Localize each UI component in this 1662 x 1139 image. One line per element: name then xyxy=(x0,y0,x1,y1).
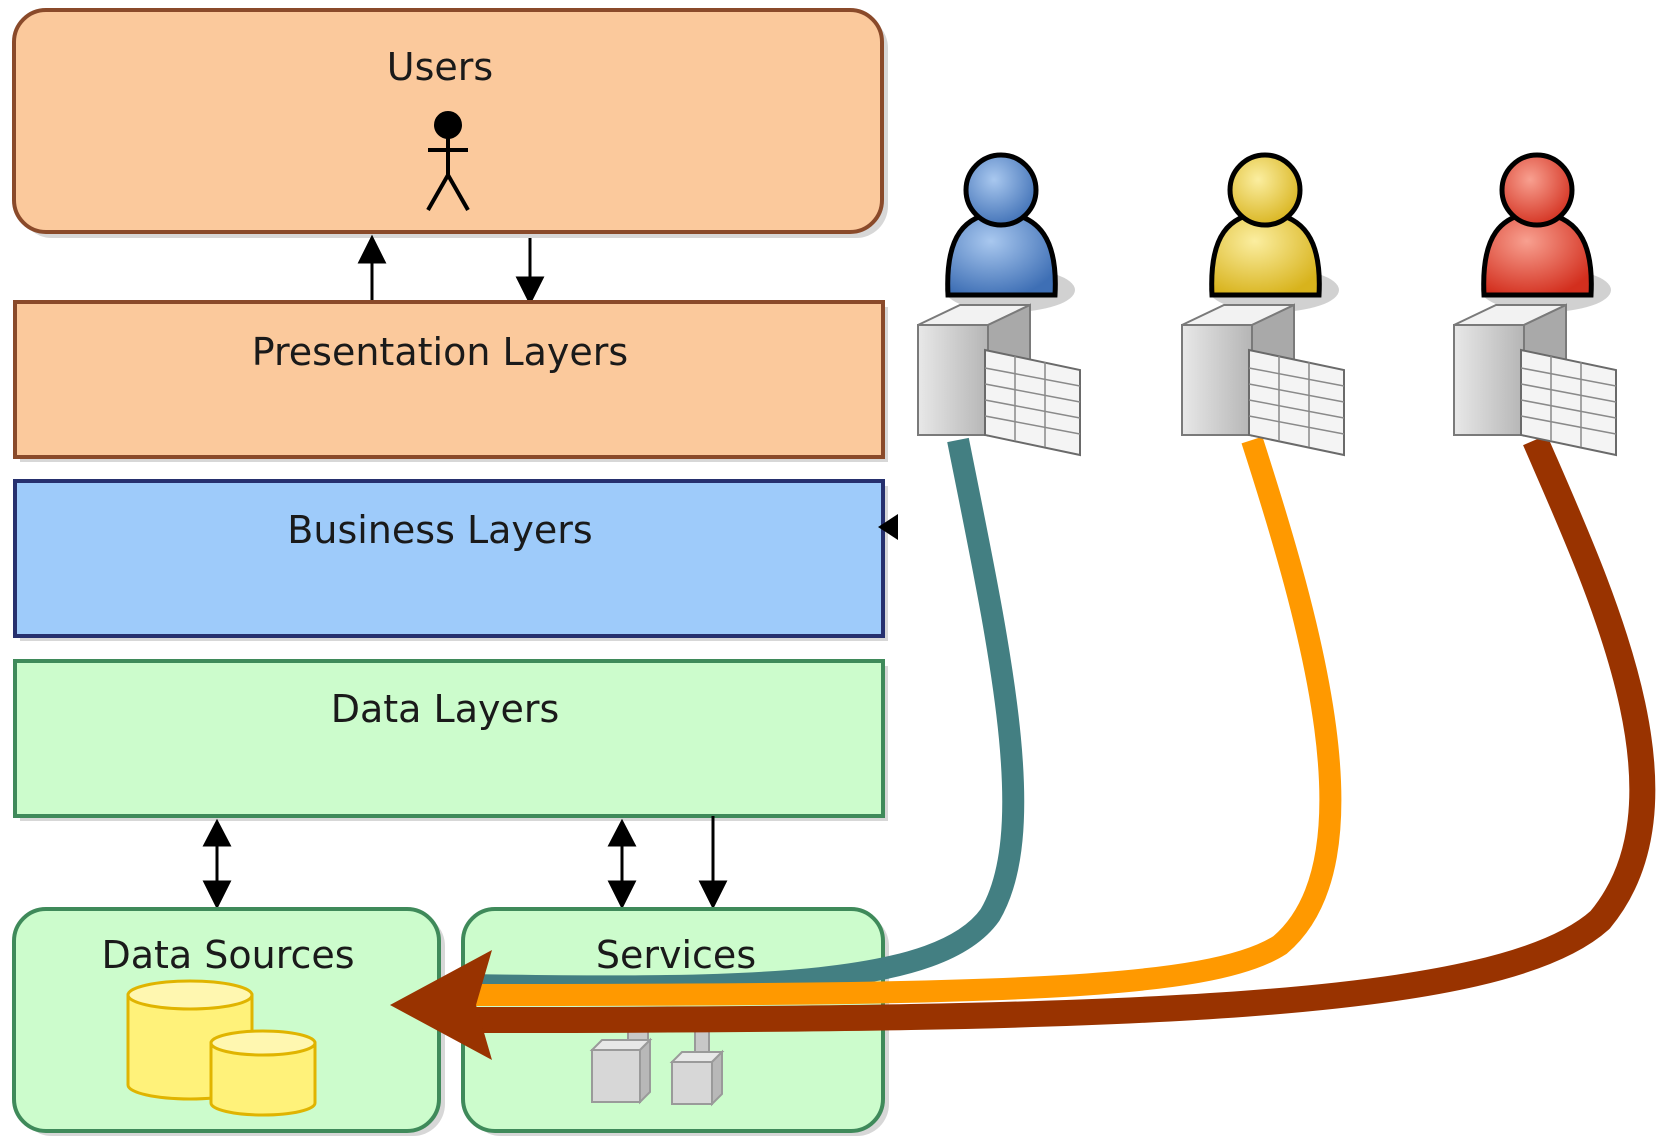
business-input-arrow xyxy=(878,514,898,540)
data-bottom-arrows xyxy=(202,816,728,910)
presentation-layer: Presentation Layers xyxy=(13,300,888,462)
business-label: Business Layers xyxy=(287,508,592,552)
yellow-user-server-icon xyxy=(1181,152,1345,457)
brown-flow-curve xyxy=(469,434,1656,1033)
red-user-server-icon xyxy=(1453,152,1617,457)
blue-user-server-icon xyxy=(917,152,1081,457)
data-sources-box: Data Sources xyxy=(12,907,445,1136)
presentation-label: Presentation Layers xyxy=(252,330,628,374)
data-layer: Data Layers xyxy=(13,659,888,821)
database-cylinder-icon xyxy=(126,979,317,1117)
services-label: Services xyxy=(596,933,756,977)
flow-curves xyxy=(390,434,1656,1060)
orange-flow-curve xyxy=(469,436,1342,1006)
stick-figure-icon xyxy=(426,111,470,211)
data-sources-label: Data Sources xyxy=(101,933,354,977)
users-layer: Users xyxy=(12,8,888,238)
users-label: Users xyxy=(387,45,493,89)
data-label: Data Layers xyxy=(331,687,560,731)
users-presentation-arrows xyxy=(357,234,545,306)
business-layer: Business Layers xyxy=(13,479,888,641)
flow-arrowhead xyxy=(390,950,492,1060)
cube-stack-icon xyxy=(589,1014,725,1107)
